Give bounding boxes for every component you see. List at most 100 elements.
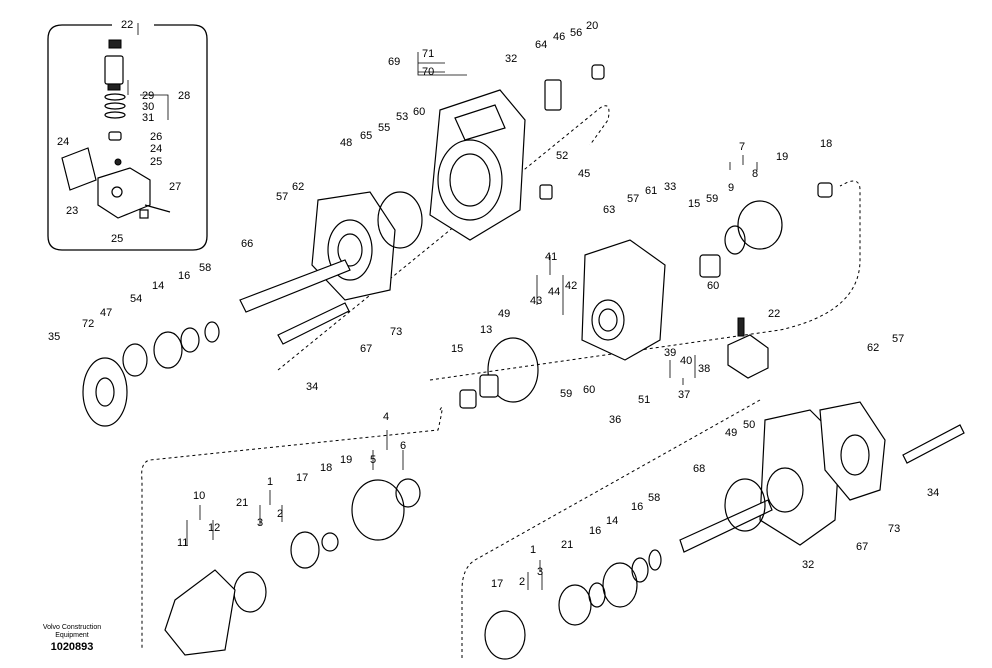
sensor-valve-inset	[61, 39, 171, 219]
leader-lines	[127, 23, 758, 590]
callout-32-upper: 32	[505, 53, 517, 65]
assembly-line-middle	[429, 180, 861, 381]
manufacturer-branding: Volvo Construction Equipment 1020893	[30, 624, 114, 654]
callout-60-upper: 60	[413, 106, 425, 118]
callout-45: 45	[578, 168, 590, 180]
callout-31: 31	[142, 112, 154, 124]
callout-44: 44	[548, 286, 560, 298]
callout-59-mid: 59	[560, 388, 572, 400]
callout-19-lower: 19	[340, 454, 352, 466]
assembly-line-upper	[277, 105, 610, 371]
cover-plate-upper	[311, 191, 396, 301]
callout-28: 28	[178, 90, 190, 102]
callout-57-mid: 57	[627, 193, 639, 205]
callout-14-upper: 14	[152, 280, 164, 292]
callout-59-upper: 59	[706, 193, 718, 205]
callout-35: 35	[48, 331, 60, 343]
callout-69: 69	[388, 56, 400, 68]
callout-16-upper: 16	[178, 270, 190, 282]
callout-47: 47	[100, 307, 112, 319]
callout-3-lower: 3	[537, 566, 543, 578]
callout-4: 4	[383, 411, 389, 423]
callout-41: 41	[545, 251, 557, 263]
callout-11: 11	[177, 537, 188, 549]
callout-3-left: 3	[257, 517, 263, 529]
callout-34-lower: 34	[927, 487, 939, 499]
callout-52: 52	[556, 150, 568, 162]
solenoid-valves	[539, 64, 769, 379]
callout-1-lower: 1	[530, 544, 536, 556]
callout-19-upper: 19	[776, 151, 788, 163]
callout-32-lower: 32	[802, 559, 814, 571]
valve-block-middle	[581, 239, 666, 361]
callout-17-lower: 17	[491, 578, 503, 590]
callout-21-left: 21	[236, 497, 248, 509]
drive-shafts	[239, 259, 965, 553]
callout-55: 55	[378, 122, 390, 134]
callout-1-left: 1	[267, 476, 273, 488]
callout-57-upper: 57	[276, 191, 288, 203]
callout-62-upper: 62	[292, 181, 304, 193]
callout-36: 36	[609, 414, 621, 426]
callout-50: 50	[743, 419, 755, 431]
callout-labels: 22 29 30 31 28 26 24 25 24 23 27 25 69 7…	[48, 19, 939, 590]
cylinder-blocks	[164, 479, 526, 660]
callout-67-upper: 67	[360, 343, 372, 355]
callout-53: 53	[396, 111, 408, 123]
callout-40: 40	[680, 355, 692, 367]
callout-24-b: 24	[57, 136, 69, 148]
callout-68: 68	[693, 463, 705, 475]
assembly-line-lower	[461, 399, 761, 660]
callout-34-upper: 34	[306, 381, 318, 393]
callout-20: 20	[586, 20, 598, 32]
callout-2-left: 2	[277, 508, 283, 520]
pump-housing-upper	[429, 89, 526, 241]
callout-48: 48	[340, 137, 352, 149]
callout-8: 8	[752, 168, 758, 180]
drawing-number: 1020893	[50, 641, 94, 653]
callout-13: 13	[480, 324, 492, 336]
callout-2-lower: 2	[519, 576, 525, 588]
callout-49-lower: 49	[725, 427, 737, 439]
callout-23: 23	[66, 205, 78, 217]
callout-58-upper: 58	[199, 262, 211, 274]
callout-46: 46	[553, 31, 565, 43]
callout-24-a: 24	[150, 143, 162, 155]
callout-18-lower: 18	[320, 462, 332, 474]
callout-37: 37	[678, 389, 690, 401]
company-name-line2: Equipment	[55, 632, 89, 639]
callout-15-mid: 15	[451, 343, 463, 355]
callout-60-mid: 60	[707, 280, 719, 292]
callout-67-lower: 67	[856, 541, 868, 553]
callout-5: 5	[370, 454, 376, 466]
callout-39: 39	[664, 347, 676, 359]
callout-10: 10	[193, 490, 205, 502]
callout-42: 42	[565, 280, 577, 292]
inset-frame	[47, 24, 208, 251]
callout-72: 72	[82, 318, 94, 330]
callout-18-upper: 18	[820, 138, 832, 150]
callout-27: 27	[169, 181, 181, 193]
callout-66: 66	[241, 238, 253, 250]
bearings-and-seals	[82, 182, 833, 626]
callout-71: 71	[422, 48, 434, 60]
callout-60-lower: 60	[583, 384, 595, 396]
callout-14-lower: 14	[606, 515, 618, 527]
callout-6: 6	[400, 440, 406, 452]
callout-73-upper: 73	[390, 326, 402, 338]
callout-63: 63	[603, 204, 615, 216]
callout-49-upper: 49	[498, 308, 510, 320]
callout-70: 70	[422, 66, 434, 78]
callout-29: 29	[142, 90, 154, 102]
callout-12: 12	[208, 522, 220, 534]
callout-25-a: 25	[150, 156, 162, 168]
callout-33: 33	[664, 181, 676, 193]
callout-26: 26	[150, 131, 162, 143]
callout-38: 38	[698, 363, 710, 375]
callout-7: 7	[739, 141, 745, 153]
callout-15-upper: 15	[688, 198, 700, 210]
callout-21-lower: 21	[561, 539, 573, 551]
callout-16-lower-b: 16	[589, 525, 601, 537]
assembly-line-left	[141, 407, 443, 650]
